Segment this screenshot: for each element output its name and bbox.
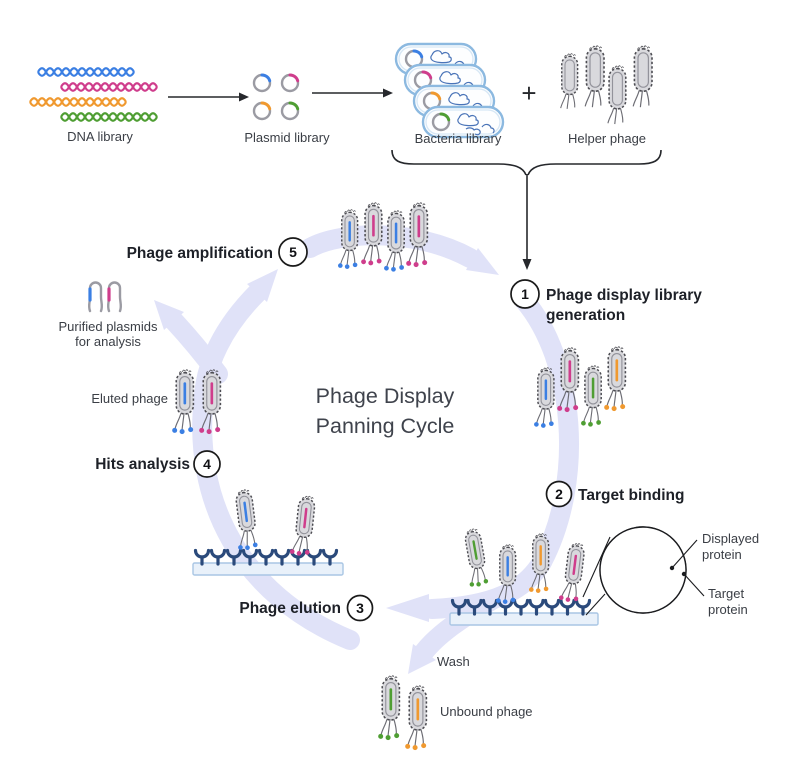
plasmid-icon (252, 101, 272, 121)
combine-brace (391, 149, 662, 270)
phage-icon (288, 493, 317, 559)
phage-icon (532, 366, 556, 430)
plasmid-icon (280, 101, 300, 121)
flow-arrow-1 (168, 92, 249, 102)
dna-library-label: DNA library (67, 129, 133, 144)
assay-plate (449, 612, 599, 626)
svg-text:1: 1 (521, 286, 529, 302)
step3-number-badge (346, 594, 374, 622)
target-protein-row (193, 548, 339, 566)
phage-icon (579, 364, 603, 428)
step4-label: Hits analysis (95, 456, 190, 473)
target-protein-label: Target (708, 586, 745, 601)
binding-inset: Displayed protein Target protein (599, 526, 759, 617)
step5-number-badge (278, 237, 308, 267)
assay-plate (192, 562, 344, 576)
step1-label: generation (546, 307, 625, 324)
flow-arrow-2 (312, 88, 393, 98)
step1-label-group: 1 Phage display library generation (510, 279, 702, 324)
helper-phage-icon (580, 44, 606, 114)
step3-label-group: Phage elution 3 (239, 594, 374, 622)
dna-strand-icon (28, 97, 128, 107)
step1-label: Phage display library (546, 287, 702, 304)
dna-strand-icon (59, 112, 159, 122)
plasmid-icon (280, 73, 300, 93)
displayed-protein-label: Displayed (702, 531, 759, 546)
purified-plasmids-label: for analysis (75, 334, 141, 349)
cycle-branch-wash (414, 590, 502, 662)
svg-text:Panning Cycle: Panning Cycle (316, 414, 455, 438)
phage-icon (376, 674, 401, 742)
step2-label-group: 2 Target binding (545, 480, 684, 508)
cycle-arc-right (514, 290, 579, 572)
eluted-phage-group: Eluted phage (91, 368, 222, 436)
purified-plasmids-label: Purified plasmids (59, 319, 158, 334)
cycle-arrowhead-step5 (247, 269, 278, 302)
step2-number-badge (545, 480, 573, 508)
phage-icon (557, 540, 587, 605)
bacteria-library-group: Bacteria library (396, 44, 503, 146)
dna-strand-icon (36, 67, 136, 77)
purified-plasmid-icon (87, 280, 104, 313)
purified-plasmids-group: Purified plasmids for analysis (59, 280, 158, 349)
svg-text:2: 2 (555, 486, 563, 502)
cycle-arrowhead-wash (408, 644, 436, 674)
helper-phage-icon (628, 44, 654, 114)
wash-group: Wash Unbound phage (376, 654, 533, 752)
phage-icon (602, 345, 627, 413)
step4-number-badge (193, 450, 221, 478)
helper-phage-label: Helper phage (568, 131, 646, 146)
unbound-phage-label: Unbound phage (440, 704, 533, 719)
dna-library-group: DNA library (28, 67, 159, 144)
step3-label: Phage elution (239, 600, 341, 617)
wash-label: Wash (437, 654, 470, 669)
dna-strand-icon (59, 82, 159, 92)
svg-text:3: 3 (356, 600, 364, 616)
svg-text:5: 5 (289, 244, 297, 260)
step2-label: Target binding (578, 487, 684, 504)
displayed-protein-label: protein (702, 547, 742, 562)
target-protein-label: protein (708, 602, 748, 617)
step1-number-badge (510, 279, 540, 309)
step5-label-group: Phage amplification 5 (127, 237, 308, 267)
bacteria-library-label: Bacteria library (415, 131, 502, 146)
step4-label-group: Hits analysis 4 (95, 450, 221, 478)
phage-icon (459, 526, 491, 590)
plasmid-icon (252, 73, 272, 93)
cycle-branch-plasmids (164, 311, 228, 384)
eluted-phage-label: Eluted phage (91, 391, 168, 406)
target-binding-scene (449, 526, 611, 626)
plus-sign: + (521, 78, 536, 108)
svg-text:Phage Display: Phage Display (316, 384, 455, 408)
plasmid-library-label: Plasmid library (244, 130, 330, 145)
purified-plasmid-icon (106, 280, 123, 313)
step5-label: Phage amplification (127, 245, 273, 262)
svg-text:4: 4 (203, 456, 211, 472)
phage-icon (403, 684, 428, 752)
helper-phage-icon (556, 52, 579, 115)
cycle-arrowhead-elution (386, 594, 429, 622)
plasmid-library-group: Plasmid library (244, 73, 330, 145)
cycle-arrowhead-plasmids (154, 300, 184, 330)
helper-phage-icon (603, 64, 628, 130)
helper-phage-group: Helper phage (556, 44, 654, 146)
phage-icon (170, 368, 195, 436)
cycle-arrowhead-step1 (466, 248, 499, 275)
cycle-arc-left (192, 386, 360, 650)
cycle-title: Phage Display Panning Cycle (316, 384, 455, 438)
bound-phage-scene (192, 487, 344, 576)
